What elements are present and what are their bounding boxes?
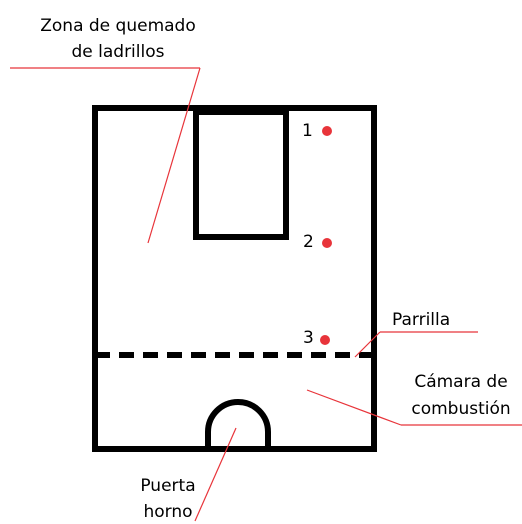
- puerta-label-line2: horno: [143, 502, 193, 522]
- point-marker-3: [320, 335, 330, 345]
- zona-label-line1: Zona de quemado: [40, 16, 196, 36]
- puerta-leader-line: [194, 427, 237, 522]
- furnace-door-arch: [205, 399, 271, 446]
- zona-label-line2: de ladrillos: [71, 42, 165, 62]
- camara-label-line2: combustión: [411, 399, 511, 419]
- zona-leader-line: [147, 67, 201, 244]
- point-label-2: 2: [303, 232, 314, 252]
- camara-leader-line: [306, 389, 402, 426]
- parrilla-label: Parrilla: [392, 310, 451, 330]
- parrilla-leader-line: [354, 331, 381, 358]
- kiln-outline: [92, 105, 377, 452]
- point-marker-2: [322, 238, 332, 248]
- point-label-3: 3: [303, 328, 314, 348]
- point-marker-1: [322, 126, 332, 136]
- camara-label-line1: Cámara de: [414, 372, 508, 392]
- point-label-1: 1: [302, 121, 313, 141]
- brick-stack: [193, 109, 289, 240]
- puerta-label-line1: Puerta: [140, 476, 196, 496]
